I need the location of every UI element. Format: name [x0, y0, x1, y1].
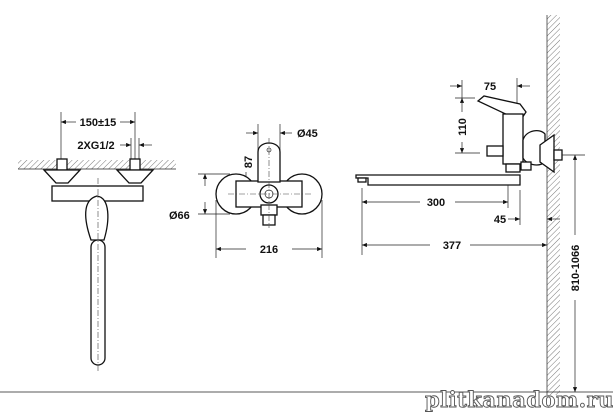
dim-width: 216 — [260, 244, 278, 256]
dim-install-height: 810-1066 — [570, 245, 582, 292]
dim-diameter-small: Ø45 — [297, 128, 318, 140]
dim-diameter-large: Ø66 — [169, 210, 190, 222]
dim-spout: 300 — [427, 197, 445, 209]
dim-lever-height: 110 — [457, 118, 469, 136]
dim-lever: 75 — [484, 81, 496, 93]
front-view: 150±15 2XG1/2 — [18, 112, 176, 372]
top-view: Ø45 87 Ø66 216 — [169, 124, 323, 258]
wall-hatch-side — [547, 15, 560, 395]
dim-spacing: 150±15 — [80, 117, 117, 129]
dim-thread: 2XG1/2 — [77, 140, 114, 152]
dim-height: 87 — [243, 156, 255, 168]
wall-hatch — [18, 160, 176, 169]
side-view: 75 110 300 45 377 810-1066 — [0, 15, 613, 395]
watermark: plitkanadom.ru — [425, 387, 613, 412]
dim-wall-offset: 45 — [494, 214, 506, 226]
dim-total-reach: 377 — [443, 240, 461, 252]
